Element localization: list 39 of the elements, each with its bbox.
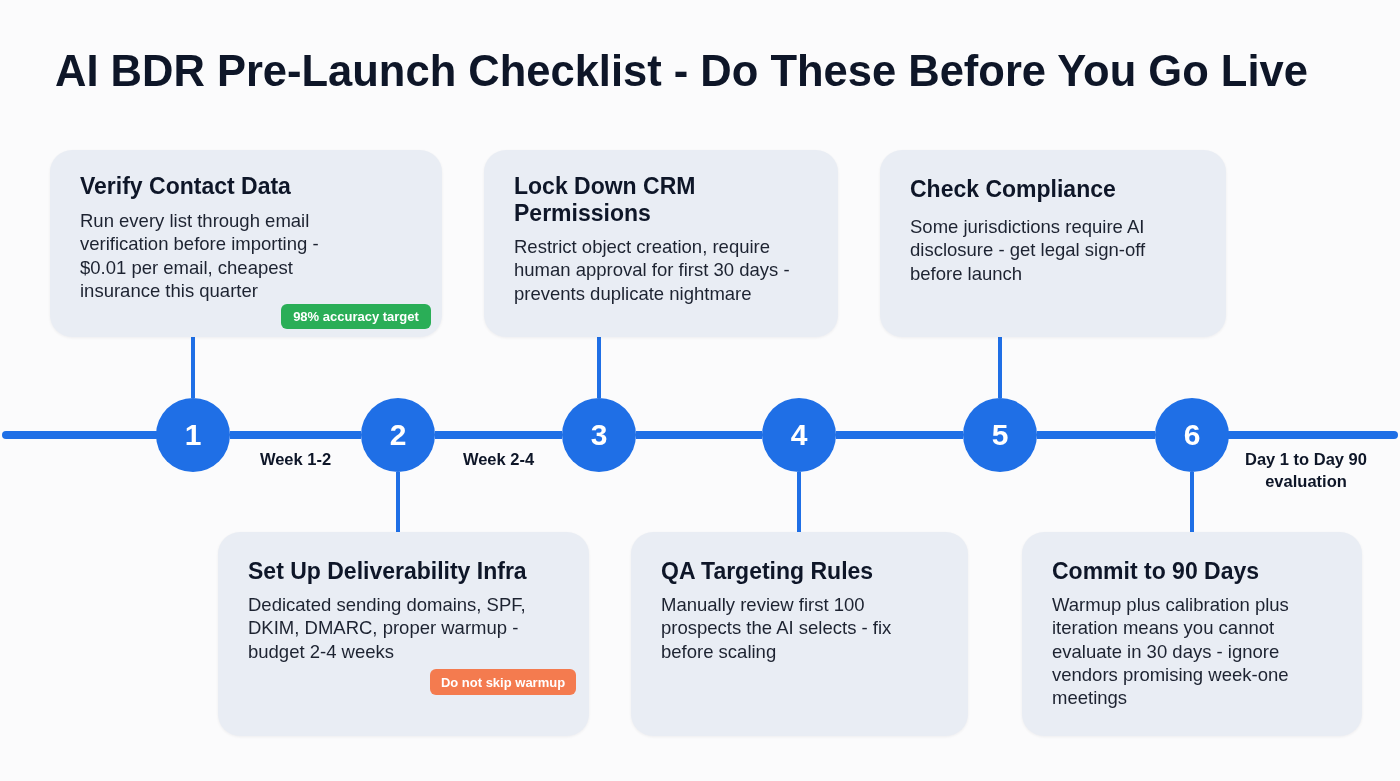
timeline-line: [435, 431, 562, 439]
card-description: Some jurisdictions require AI disclosure - get legal sign-off before launch: [910, 215, 1147, 285]
step-number: 2: [389, 418, 407, 452]
period-label: Day 1 to Day 90 evaluation: [1244, 449, 1368, 492]
timeline-line: [230, 431, 361, 439]
card-title: QA Targeting Rules: [661, 558, 875, 585]
connector-line: [998, 337, 1002, 398]
card-description: Warmup plus calibration plus iteration means you cannot evaluate in 30 days - ignore vendors promising week-one meetings: [1052, 593, 1290, 710]
step-number: 3: [590, 418, 608, 452]
step-number: 6: [1183, 418, 1201, 452]
step-number: 5: [991, 418, 1009, 452]
card-description: Manually review first 100 prospects the AI selects - fix before scaling: [661, 593, 893, 663]
step-card: [1022, 532, 1362, 736]
step-card: [631, 532, 968, 736]
timeline-line: [636, 431, 762, 439]
card-title: Check Compliance: [910, 176, 1117, 203]
timeline-line: [1037, 431, 1155, 439]
connector-line: [191, 337, 195, 398]
step-card: [218, 532, 589, 736]
step-card: [50, 150, 442, 337]
card-title: Set Up Deliverability Infra: [248, 558, 528, 585]
step-number: 4: [790, 418, 808, 452]
step-card: [484, 150, 838, 337]
card-description: Restrict object creation, require human approval for first 30 days - prevents duplicate nightmare: [514, 235, 791, 305]
card-title: Lock Down CRM Permissions: [514, 173, 697, 227]
title: AI BDR Pre-Launch Checklist - Do These Before You Go Live: [55, 46, 1308, 96]
status-badge: Do not skip warmup: [430, 669, 576, 695]
step-number: 1: [184, 418, 202, 452]
timeline-line: [836, 431, 963, 439]
connector-line: [396, 472, 400, 532]
card-title: Verify Contact Data: [80, 173, 292, 200]
step-card: [880, 150, 1226, 337]
card-title: Commit to 90 Days: [1052, 558, 1261, 585]
connector-line: [1190, 472, 1194, 532]
card-description: Dedicated sending domains, SPF, DKIM, DMARC, proper warmup - budget 2-4 weeks: [248, 593, 527, 663]
status-badge: 98% accuracy target: [281, 304, 431, 329]
card-description: Run every list through email verification before importing - $0.01 per email, cheapest insurance this quarter: [80, 209, 320, 303]
connector-line: [597, 337, 601, 398]
connector-line: [797, 472, 801, 532]
